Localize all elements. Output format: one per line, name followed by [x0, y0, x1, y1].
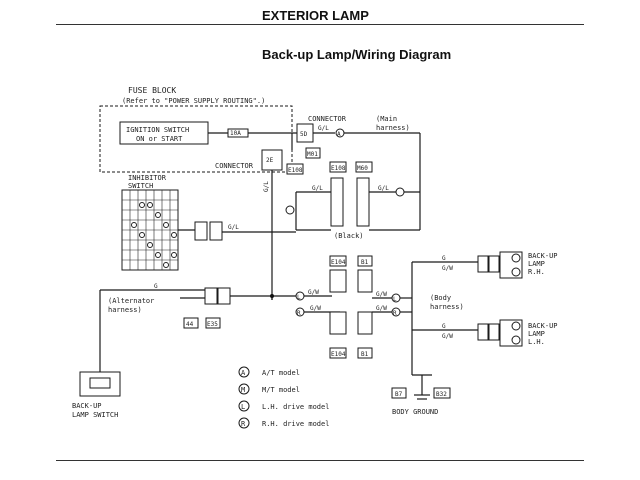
main-harness-2: harness): [376, 124, 410, 132]
inhibitor-label-2: SWITCH: [128, 182, 153, 190]
svg-text:G: G: [442, 255, 446, 262]
svg-text:L: L: [393, 296, 397, 303]
gw-trunk: L G/W R G/W E104 B1 E104 B1 G/W L G/W R …: [230, 255, 464, 375]
inhibitor-contact: [163, 222, 169, 228]
inhibitor-contact: [147, 242, 153, 248]
diagram-title: Back-up Lamp/Wiring Diagram: [262, 47, 452, 62]
inhibitor-contact: [139, 232, 145, 238]
alt-harness-2: harness): [108, 306, 142, 314]
connector-mid-label: CONNECTOR: [215, 162, 254, 170]
svg-text:A: A: [241, 369, 246, 377]
backup-lamp-rh: G G/W BACK-UP LAMP R.H.: [412, 251, 558, 279]
svg-text:G/W: G/W: [308, 289, 319, 296]
svg-text:L: L: [297, 294, 301, 301]
backup-lh-1: BACK-UP: [528, 322, 558, 330]
wire-g-label: G: [154, 283, 158, 290]
legend-mt: M/T model: [262, 386, 300, 394]
inhibitor-contact: [131, 222, 137, 228]
legend-at: A/T model: [262, 369, 300, 377]
inhibitor-contact: [155, 252, 161, 258]
inhibitor-contact: [163, 262, 169, 268]
svg-text:R: R: [393, 310, 397, 317]
svg-text:G/L: G/L: [378, 185, 389, 192]
svg-text:R: R: [297, 310, 301, 317]
backup-rh-3: R.H.: [528, 268, 545, 276]
backup-switch-label-1: BACK-UP: [72, 402, 102, 410]
connector-e108: E108: [331, 165, 346, 172]
connector-b32: B32: [436, 391, 447, 398]
fuse-rating: 10A: [230, 130, 241, 137]
connector-mid: 2E CONNECTOR E108 G/L: [215, 133, 304, 300]
ignition-switch-label: IGNITION SWITCH: [126, 126, 189, 134]
backup-switch-label-2: LAMP SWITCH: [72, 411, 118, 419]
ignition-switch-mode: ON or START: [136, 135, 183, 143]
inhibitor-contact: [171, 252, 177, 258]
svg-text:G/W: G/W: [310, 305, 321, 312]
connector-e108-a: E108: [288, 167, 303, 174]
fuse-block-ref: (Refer to "POWER SUPPLY ROUTING".): [122, 97, 265, 105]
svg-text:R: R: [241, 420, 246, 428]
legend-rh: R.H. drive model: [262, 420, 329, 428]
svg-text:L: L: [241, 403, 245, 411]
svg-text:G/W: G/W: [442, 333, 453, 340]
pin-5d: 5D: [300, 131, 308, 138]
svg-text:G/L: G/L: [228, 224, 239, 231]
connectors-e108-m60: E108 M60 G/L G/L (Black): [285, 161, 421, 240]
main-harness-1: (Main: [376, 115, 397, 123]
footer-rule: [56, 460, 584, 461]
body-ground-label: BODY GROUND: [392, 408, 438, 416]
backup-rh-1: BACK-UP: [528, 252, 558, 260]
backup-lamp-lh: G G/W BACK-UP LAMP L.H.: [412, 319, 558, 347]
svg-text:G/W: G/W: [376, 291, 387, 298]
connector-b1-top: B1: [361, 259, 369, 266]
connector-top: 5D CONNECTOR G/L A (Main harness) M01: [296, 115, 421, 210]
connector-e104-bot: E104: [331, 351, 346, 358]
inhibitor-contact: [171, 232, 177, 238]
backup-rh-2: LAMP: [528, 260, 545, 268]
body-harness-1: (Body: [430, 294, 451, 302]
svg-text:G: G: [442, 323, 446, 330]
connector-top-label: CONNECTOR: [308, 115, 347, 123]
connector-44: 44: [186, 321, 194, 328]
body-ground: B7 B32 BODY GROUND: [391, 374, 451, 416]
backup-lamp-switch: G (Alternator harness) 44 E35 BACK-UP LA…: [72, 283, 231, 419]
black-label: (Black): [334, 232, 364, 240]
connector-m60: M60: [357, 165, 368, 172]
backup-lh-2: LAMP: [528, 330, 545, 338]
header-rule: [56, 24, 584, 25]
pin-2e: 2E: [266, 157, 274, 164]
body-harness-2: harness): [430, 303, 464, 311]
inhibitor-contact: [155, 212, 161, 218]
inhibitor-contact: [139, 202, 145, 208]
svg-text:G/L: G/L: [263, 181, 270, 192]
svg-text:G/W: G/W: [376, 305, 387, 312]
fuse-block-label: FUSE BLOCK: [128, 86, 176, 95]
inhibitor-switch: INHIBITOR SWITCH G/L: [121, 174, 296, 271]
legend-lh: L.H. drive model: [262, 403, 329, 411]
inhibitor-contact: [147, 202, 153, 208]
backup-lh-3: L.H.: [528, 338, 545, 346]
svg-text:G/L: G/L: [312, 185, 323, 192]
inhibitor-label-1: INHIBITOR: [128, 174, 167, 182]
legend: A A/T model M M/T model L L.H. drive mod…: [238, 366, 329, 429]
section-title: EXTERIOR LAMP: [262, 8, 369, 23]
connector-b1-bot: B1: [361, 351, 369, 358]
alt-harness-1: (Alternator: [108, 297, 154, 305]
connector-b7: B7: [395, 391, 403, 398]
wire-gl-1: G/L: [318, 125, 329, 132]
svg-text:G/W: G/W: [442, 265, 453, 272]
svg-text:A: A: [337, 131, 341, 138]
connector-e35: E35: [207, 321, 218, 328]
svg-text:M: M: [241, 386, 245, 394]
connector-e104-top: E104: [331, 259, 346, 266]
connector-m01: M01: [307, 151, 318, 158]
